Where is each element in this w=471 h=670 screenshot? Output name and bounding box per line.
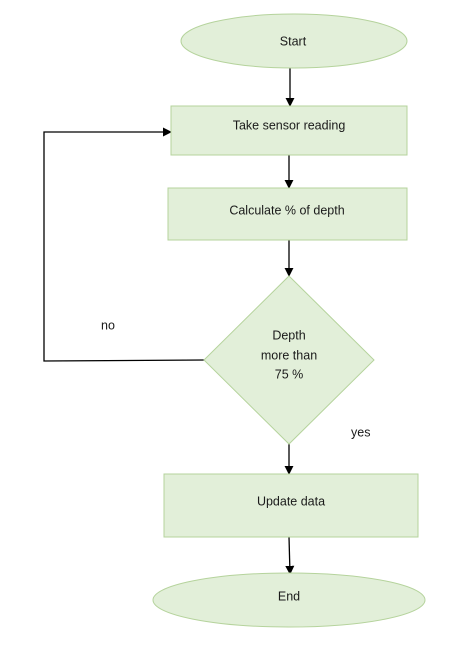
edge-label-yes: yes (351, 425, 370, 439)
edge-label-no: no (101, 318, 115, 332)
decision-label-line-1: Depth (272, 328, 305, 342)
node-end: End (152, 572, 426, 628)
calculate-depth-process-shape (167, 187, 408, 241)
edge-update-to-end (285, 536, 295, 575)
edge-decision-no-loop (43, 127, 205, 362)
update-data-process-shape (163, 473, 419, 538)
start-label: Start (280, 34, 307, 48)
take-sensor-reading-label: Take sensor reading (233, 118, 346, 132)
edges (43, 68, 295, 575)
node-calculate-depth: Calculate % of depth (167, 187, 408, 241)
decision-diamond-shape (203, 275, 375, 445)
decision-label-line-2: more than (261, 348, 317, 362)
update-data-label: Update data (257, 494, 325, 508)
node-take-sensor-reading: Take sensor reading (170, 105, 408, 156)
calculate-depth-label: Calculate % of depth (229, 203, 344, 217)
take-sensor-reading-process-shape (170, 105, 408, 156)
end-label: End (278, 589, 300, 603)
node-start: Start (180, 13, 408, 69)
decision-label-line-3: 75 % (275, 367, 304, 381)
start-terminal-shape (180, 13, 408, 69)
end-terminal-shape (152, 572, 426, 628)
node-decision: Depth more than 75 % (203, 275, 375, 445)
node-update-data: Update data (163, 473, 419, 538)
